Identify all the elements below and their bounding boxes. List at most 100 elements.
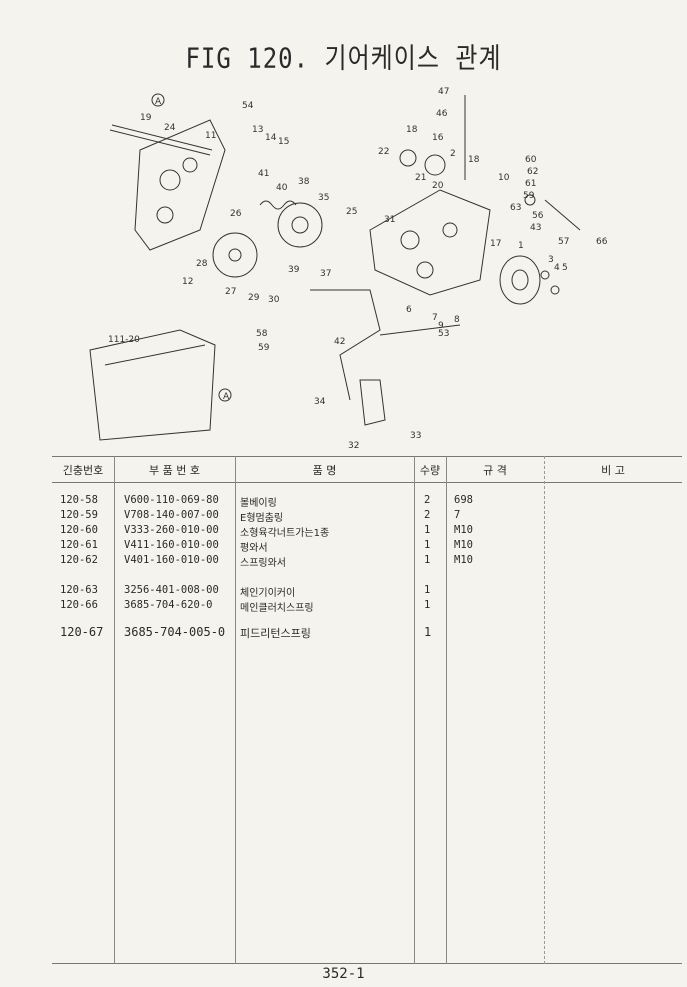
col-divider xyxy=(544,456,546,964)
callout-label: 3 xyxy=(548,255,554,265)
cell-spec: M10 xyxy=(454,524,473,536)
cell-qty: 1 xyxy=(424,599,431,611)
callout-label: 61 xyxy=(525,179,536,189)
linkage-rod xyxy=(310,289,381,401)
callout-label: 40 xyxy=(276,183,288,193)
callout-label: 29 xyxy=(248,293,260,303)
callout-label: 41 xyxy=(258,169,269,179)
cell-ref: 120-63 xyxy=(60,584,98,596)
callout-label: 46 xyxy=(436,109,448,119)
callout-label: 20 xyxy=(432,181,444,191)
exploded-parts-diagram: A A 54 13 14 15 19 24 11 18 16 2 18 22 2… xyxy=(40,80,660,460)
cell-name: 소형육각너트가는1종 xyxy=(240,528,330,539)
cell-name: E형멈춤링 xyxy=(240,513,284,524)
callout-label: 2 xyxy=(450,149,456,159)
callout-label: 47 xyxy=(438,87,449,97)
cell-spec: M10 xyxy=(454,539,473,551)
cell-ref: 120-67 xyxy=(60,625,104,639)
cell-part-no: V333-260-010-00 xyxy=(124,524,219,536)
table-row: 120-63 3256-401-008-00 체인기이커이 1 xyxy=(52,584,682,599)
callout-label: 18 xyxy=(468,155,480,165)
callout-label: 25 xyxy=(346,207,357,217)
table-row: 120-60 V333-260-010-00 소형육각너트가는1종 1 M10 xyxy=(52,524,682,539)
marker-a-top xyxy=(151,93,165,107)
col-divider xyxy=(114,456,115,964)
cell-name: 스프링와서 xyxy=(240,558,286,569)
cell-qty: 1 xyxy=(424,625,432,639)
callout-label: 21 xyxy=(415,173,426,183)
cell-qty: 1 xyxy=(424,584,431,596)
cell-ref: 120-66 xyxy=(60,599,98,611)
callout-label: 53 xyxy=(438,329,449,339)
gear-18 xyxy=(399,149,417,167)
callout-label: 63 xyxy=(510,203,521,213)
callout-label: 56 xyxy=(532,211,544,221)
col-divider xyxy=(446,456,447,964)
callout-label: 27 xyxy=(225,287,236,297)
cell-part-no: V401-160-010-00 xyxy=(124,554,219,566)
case-hole-3 xyxy=(156,206,174,224)
cell-spec: M10 xyxy=(454,554,473,566)
cell-part-no: 3685-704-005-0 xyxy=(124,625,226,639)
header-remarks: 비 고 xyxy=(601,464,625,477)
table-bottom-rule xyxy=(52,963,682,964)
callout-label: 54 xyxy=(242,101,254,111)
callout-label: 31 xyxy=(384,215,395,225)
spring-40 xyxy=(259,200,297,210)
callout-label: 24 xyxy=(164,123,176,133)
callout-label: 39 xyxy=(288,265,300,275)
cell-part-no: V600-110-069-80 xyxy=(124,494,219,506)
callout-label: 28 xyxy=(196,259,208,269)
gear-27 xyxy=(212,232,258,278)
table-header-rule xyxy=(52,482,682,483)
cell-part-no: 3256-401-008-00 xyxy=(124,584,219,596)
callout-label: 57 xyxy=(558,237,569,247)
col-divider xyxy=(235,456,236,964)
cell-name: 평와서 xyxy=(240,543,268,554)
callout-label: 34 xyxy=(314,397,326,407)
cell-name: 체인기이커이 xyxy=(240,588,296,599)
callout-label: 10 xyxy=(498,173,510,183)
clutch-lever xyxy=(359,379,386,426)
callout-label: 5 xyxy=(562,263,568,273)
cell-ref: 120-59 xyxy=(60,509,98,521)
cell-ref: 120-58 xyxy=(60,494,98,506)
header-name: 품 명 xyxy=(312,464,337,477)
col-divider xyxy=(414,456,415,964)
callout-label: 37 xyxy=(320,269,331,279)
callout-label: 26 xyxy=(230,209,242,219)
cell-part-no: V411-160-010-00 xyxy=(124,539,219,551)
cell-ref: 120-60 xyxy=(60,524,98,536)
table-row: 120-66 3685-704-620-0 메인클러치스프링 1 xyxy=(52,599,682,614)
cell-name: 피드리턴스프링 xyxy=(240,627,311,640)
callout-label: 38 xyxy=(298,177,310,187)
cell-qty: 1 xyxy=(424,524,431,536)
cell-qty: 1 xyxy=(424,539,431,551)
cell-qty: 2 xyxy=(424,509,431,521)
callout-label: 60 xyxy=(525,155,537,165)
cell-spec: 698 xyxy=(454,494,473,506)
page-number: 352-1 xyxy=(322,966,365,982)
callout-label: 17 xyxy=(490,239,501,249)
callout-label: 111-20 xyxy=(108,335,140,345)
callout-label: 15 xyxy=(278,137,289,147)
cell-name: 볼베이링 xyxy=(240,498,277,509)
callout-labels: A A 54 13 14 15 19 24 11 18 16 2 18 22 2… xyxy=(108,87,608,451)
callout-label: 19 xyxy=(140,113,152,123)
page-title: FIG 120. 기어케이스 관계 xyxy=(185,42,502,75)
table-row: 120-59 V708-140-007-00 E형멈춤링 2 7 xyxy=(52,509,682,524)
callout-label: 33 xyxy=(410,431,421,441)
callout-label: 14 xyxy=(265,133,277,143)
callout-label: 9 xyxy=(438,321,444,331)
cell-spec: 7 xyxy=(454,509,461,521)
frame-inset xyxy=(89,329,216,441)
case-hole-1 xyxy=(159,169,181,191)
diagram-svg: A A 54 13 14 15 19 24 11 18 16 2 18 22 2… xyxy=(89,87,608,451)
table-top-rule xyxy=(52,456,682,457)
callout-label: 12 xyxy=(182,277,193,287)
callout-label: 59 xyxy=(258,343,270,353)
case-hole-2 xyxy=(182,157,198,173)
marker-a-inset xyxy=(218,388,232,402)
callout-label: 62 xyxy=(527,167,538,177)
